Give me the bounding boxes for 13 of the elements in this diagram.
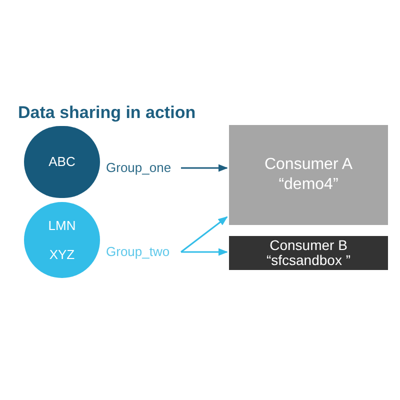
- arrow: [180, 216, 228, 253]
- arrow: [181, 164, 228, 172]
- node-label: XYZ: [49, 246, 75, 264]
- node-label: Consumer B “sfcsandbox ”: [265, 238, 352, 268]
- node-label: Group_one: [106, 159, 172, 178]
- node-label: LMN: [48, 217, 76, 235]
- node-label: Group_two: [106, 243, 170, 262]
- consumer-box: [229, 125, 388, 225]
- arrow: [181, 248, 228, 256]
- slide-title: Data sharing in action: [18, 102, 196, 124]
- node-label: Consumer A “demo4”: [263, 155, 354, 195]
- node-label: ABC: [48, 153, 76, 172]
- consumer-box: [229, 236, 388, 270]
